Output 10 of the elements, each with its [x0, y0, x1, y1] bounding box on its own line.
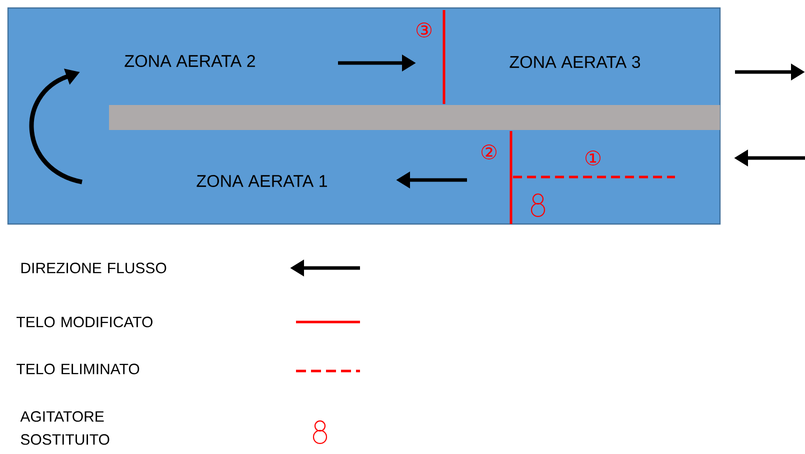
- callout-number: ①: [586, 150, 600, 166]
- zone-label: ZONA AERATA 2: [124, 54, 255, 68]
- legend-text: TELO ELIMINATO: [16, 364, 140, 374]
- legend-text: TELO MODIFICATO: [16, 316, 152, 328]
- callout-number: ②: [482, 144, 496, 160]
- callout-number: ③: [416, 22, 432, 38]
- zone-label: ZONA AERATA 1: [196, 174, 327, 188]
- legend-text: DIREZIONE FLUSSO: [21, 262, 166, 274]
- zone-label: ZONA AERATA 3: [510, 56, 640, 68]
- legend-text: AGITATORE SOSTITUITO: [20, 411, 110, 445]
